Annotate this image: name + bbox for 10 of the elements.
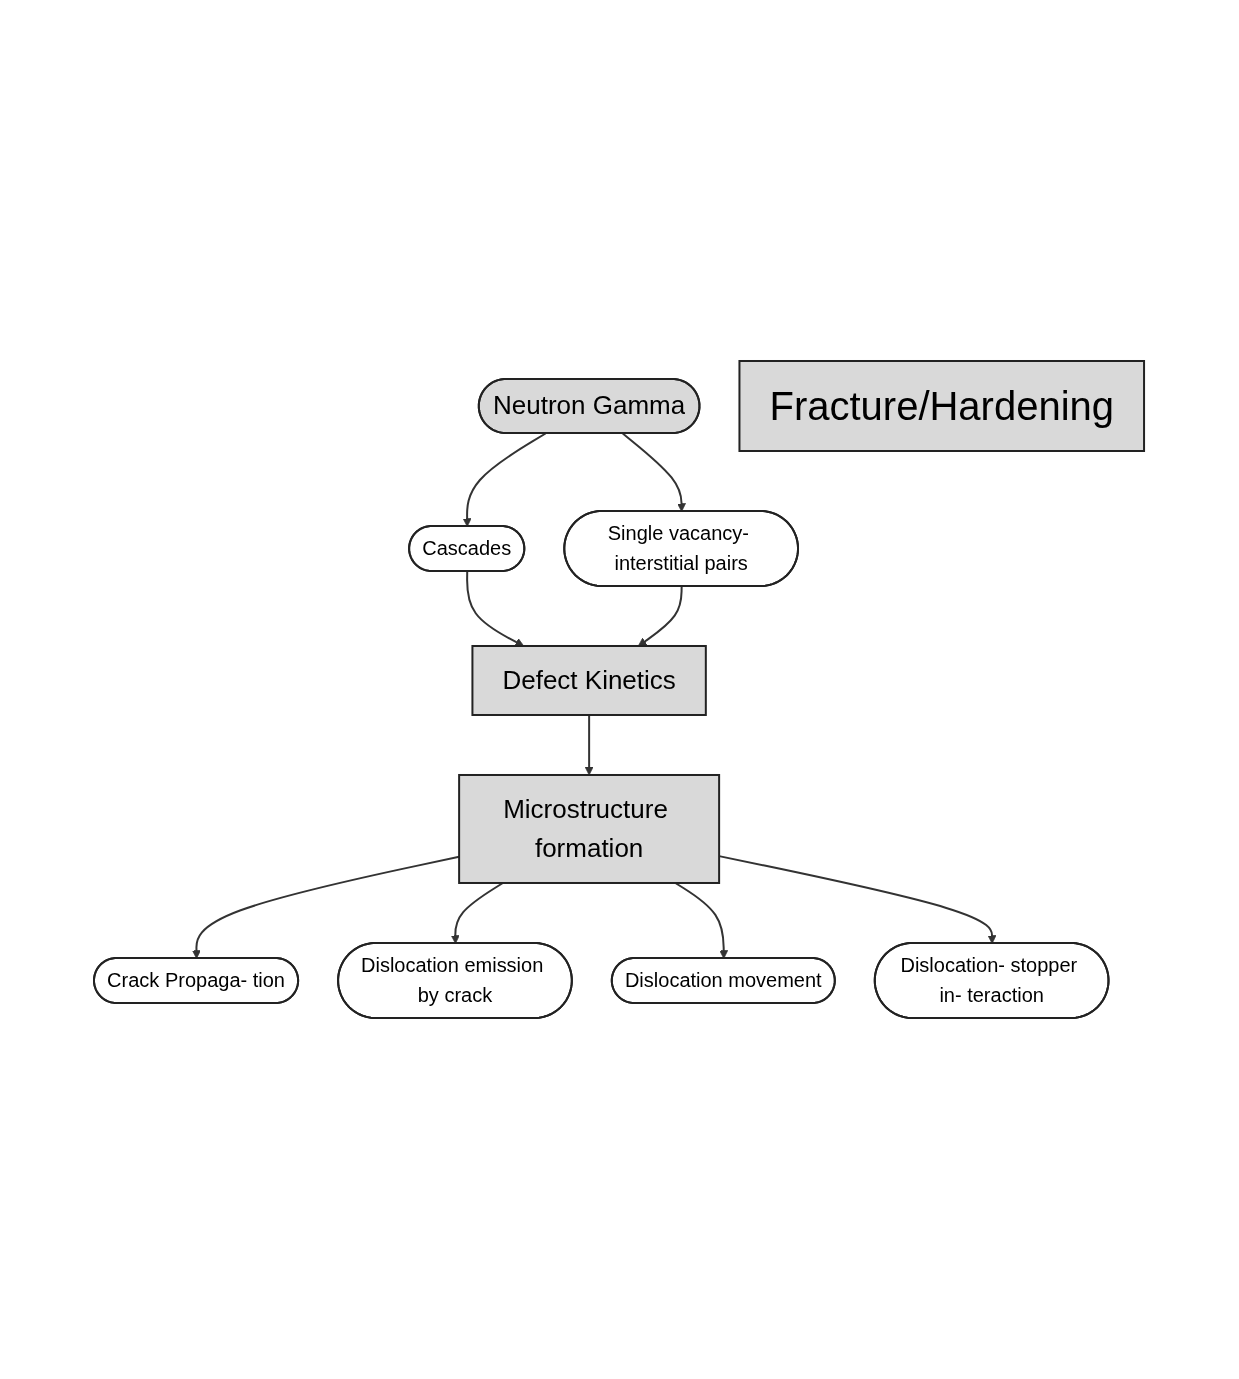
arrow [585, 714, 594, 776]
arrow [466, 570, 525, 647]
node-box: Microstructure formation [458, 774, 721, 884]
arrow [622, 432, 687, 512]
arrow [638, 585, 684, 647]
node-box: Defect Kinetics [471, 645, 708, 716]
arrow [451, 882, 505, 944]
arrow [463, 432, 548, 527]
node-box: Fracture/Hardening [738, 360, 1146, 452]
arrow [674, 882, 729, 959]
